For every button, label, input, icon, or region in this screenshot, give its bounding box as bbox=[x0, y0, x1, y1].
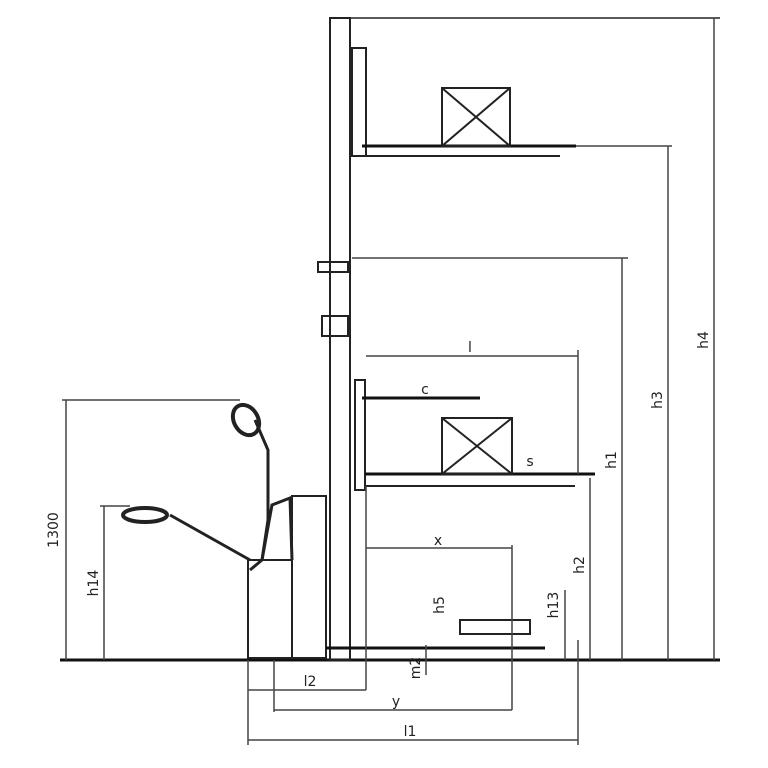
label-h5: h5 bbox=[432, 596, 448, 614]
label-l: l bbox=[468, 340, 472, 356]
load-box-mid bbox=[441, 417, 513, 475]
label-h1: h1 bbox=[604, 451, 620, 469]
label-h3: h3 bbox=[650, 391, 666, 409]
label-h13: h13 bbox=[546, 592, 562, 619]
label-s: s bbox=[526, 454, 533, 470]
raised-fork-carriage bbox=[351, 47, 576, 157]
label-m2: m2 bbox=[408, 657, 424, 680]
label-x: x bbox=[434, 533, 442, 549]
tiller-head-low bbox=[121, 506, 169, 524]
label-c: c bbox=[421, 382, 429, 398]
label-h4: h4 bbox=[696, 331, 712, 349]
mid-fork-carriage bbox=[354, 379, 595, 491]
label-h2: h2 bbox=[572, 556, 588, 574]
tiller-head-up bbox=[230, 402, 262, 438]
mast bbox=[317, 17, 720, 661]
load-box-top bbox=[441, 87, 511, 147]
dimension-lines bbox=[62, 18, 715, 745]
label-l1: l1 bbox=[404, 724, 417, 740]
label-l2: l2 bbox=[304, 674, 317, 690]
label-h14: h14 bbox=[86, 570, 102, 597]
label-y: y bbox=[392, 694, 400, 710]
truck-body bbox=[121, 402, 545, 659]
label-overall-height: 1300 bbox=[46, 512, 62, 548]
